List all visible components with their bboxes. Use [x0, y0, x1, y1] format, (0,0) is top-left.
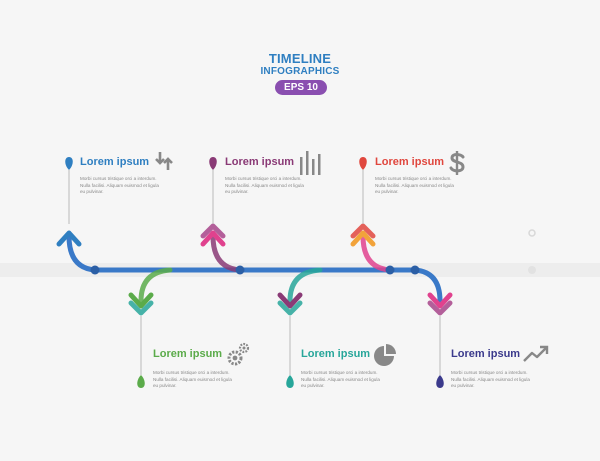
- eps-badge: EPS 10: [275, 80, 327, 95]
- decor-dot: [528, 266, 536, 274]
- step-body: Morbi cursus tristique orci a interdum. …: [80, 176, 159, 195]
- step-heading: Lorem ipsum: [80, 156, 150, 168]
- step-body: Morbi cursus tristique orci a interdum. …: [225, 176, 304, 195]
- timeline-dot: [90, 265, 100, 275]
- timeline-dot: [385, 265, 395, 275]
- decor-dot: [528, 229, 536, 237]
- arrows-icon: [155, 152, 173, 170]
- pin-step-1: [65, 157, 73, 170]
- dollar-icon: [449, 151, 465, 175]
- gears-icon: [227, 342, 250, 366]
- curve-step-4: [138, 267, 173, 304]
- arrow-down-step-4: [128, 292, 154, 309]
- pin-step-3: [359, 157, 367, 170]
- title: TIMELINE: [268, 51, 332, 66]
- arrow-up-step-3: [350, 230, 376, 247]
- arrow-up-step-1: [56, 230, 82, 247]
- timeline-dot: [410, 265, 420, 275]
- pin-step-4: [137, 375, 145, 388]
- pie-chart-icon: [374, 344, 396, 366]
- curve-step-5: [287, 267, 323, 304]
- pin-step-2: [209, 157, 217, 170]
- step-body: Morbi cursus tristique orci a interdum. …: [375, 176, 454, 195]
- step-heading: Lorem ipsum: [451, 348, 521, 360]
- pin-step-5: [286, 375, 294, 388]
- arrow-down-step-6: [427, 292, 453, 309]
- arrow-down-step-5-back: [277, 300, 303, 316]
- pin-step-6: [436, 375, 444, 388]
- bar-chart-icon: [300, 151, 321, 175]
- arrow-down-step-5: [277, 292, 303, 309]
- arrow-up-step-3-back: [350, 223, 376, 239]
- timeline-dot: [235, 265, 245, 275]
- arrow-up-step-2-back: [200, 223, 226, 239]
- arrow-up-step-2: [200, 230, 226, 247]
- trend-up-icon: [523, 345, 549, 362]
- step-heading: Lorem ipsum: [153, 348, 223, 360]
- step-body: Morbi cursus tristique orci a interdum. …: [451, 370, 530, 389]
- step-body: Morbi cursus tristique orci a interdum. …: [153, 370, 232, 389]
- step-body: Morbi cursus tristique orci a interdum. …: [301, 370, 380, 389]
- step-heading: Lorem ipsum: [225, 156, 295, 168]
- step-heading: Lorem ipsum: [301, 348, 371, 360]
- step-heading: Lorem ipsum: [375, 156, 445, 168]
- arrow-down-step-6-back: [427, 300, 453, 316]
- arrow-down-step-4-back: [128, 300, 154, 316]
- subtitle: INFOGRAPHICS: [260, 66, 340, 77]
